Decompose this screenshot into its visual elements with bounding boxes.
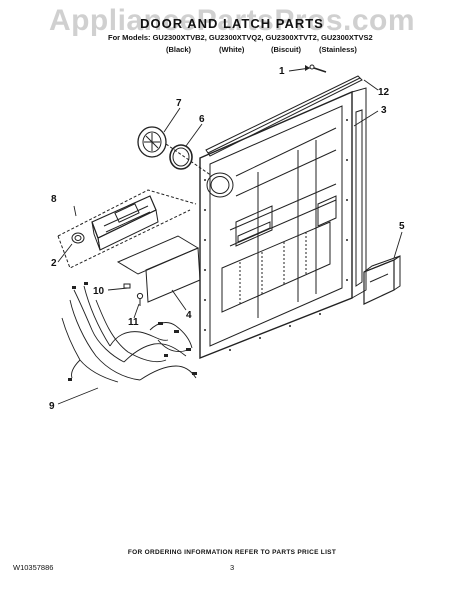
- leader-lines: [57, 65, 403, 405]
- color-label-biscuit: (Biscuit): [271, 45, 301, 54]
- small-screw: [136, 292, 144, 306]
- callout-3: 3: [381, 105, 387, 116]
- wire-harness: [61, 282, 197, 383]
- callout-11: 11: [128, 317, 139, 328]
- document-number: W10357886: [13, 563, 54, 572]
- page-title: DOOR AND LATCH PARTS: [140, 16, 324, 31]
- vent-gasket-ring: [169, 144, 193, 170]
- callout-2: 2: [51, 258, 57, 269]
- door-inner-panel: [199, 87, 367, 360]
- callout-6: 6: [199, 114, 205, 125]
- color-label-black: (Black): [166, 45, 192, 54]
- hinge-cover: [363, 255, 401, 305]
- callout-7: 7: [176, 98, 182, 109]
- screw-part-1: [309, 64, 327, 73]
- ordering-note: FOR ORDERING INFORMATION REFER TO PARTS …: [127, 549, 337, 556]
- color-label-white: (White): [219, 45, 245, 54]
- callout-5: 5: [399, 221, 405, 232]
- color-label-stainless: (Stainless): [319, 45, 357, 54]
- latch-knob: [71, 232, 85, 244]
- latch-plate: [116, 235, 201, 303]
- callout-8: 8: [51, 194, 57, 205]
- callout-1: 1: [279, 66, 285, 77]
- models-line: For Models: GU2300XTVB2, GU2300XTVQ2, GU…: [108, 33, 373, 42]
- callout-4: 4: [186, 310, 192, 321]
- callout-9: 9: [49, 401, 55, 412]
- callout-12: 12: [378, 87, 390, 98]
- door-gasket-strip: [205, 75, 363, 157]
- page-number: 3: [230, 563, 235, 572]
- vent-assembly: [137, 126, 167, 158]
- latch-assembly: [91, 195, 159, 251]
- callout-10: 10: [93, 286, 105, 297]
